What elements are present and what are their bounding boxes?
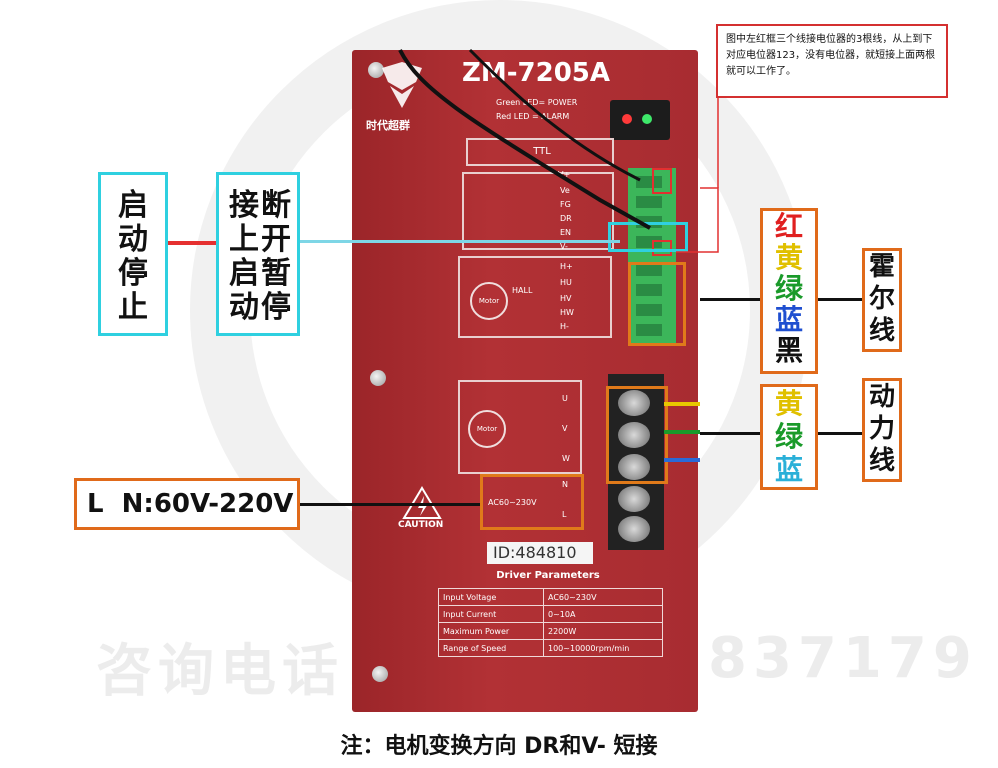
id-label: ID:484810: [487, 542, 593, 564]
connector-slot: [636, 196, 662, 208]
pin-dr: DR: [560, 214, 572, 223]
ac-range-label: AC60~230V: [488, 498, 537, 507]
start-stop-connector: [168, 241, 216, 245]
param-name: Range of Speed: [438, 639, 544, 657]
hall-box: [458, 256, 612, 338]
connector-slot: [636, 264, 662, 276]
pin-hw: HW: [560, 308, 574, 317]
ac-highlight: [480, 474, 584, 530]
power-connector-left: [700, 432, 760, 435]
connector-slot: [636, 304, 662, 316]
brake-connector: [300, 240, 620, 243]
hall-color-yellow: 黄: [774, 241, 803, 274]
hall-wire-box: 霍尔线: [862, 248, 902, 352]
caption: 注：电机变换方向 DR和V- 短接: [340, 734, 658, 759]
pin-w: W: [562, 454, 570, 463]
led-legend-alarm: Red LED = ALARM: [496, 112, 570, 121]
watermark-right: 837179: [708, 626, 978, 691]
pin-hminus: H-: [560, 322, 569, 331]
brake-box: 断开暂停 接上启动: [216, 172, 300, 336]
screw-middle: [370, 370, 386, 386]
screw-top: [368, 62, 384, 78]
en-highlight: [608, 222, 688, 252]
table-row: Input Voltage AC60~230V: [438, 588, 663, 606]
power-wire-box: 动力线: [862, 378, 902, 482]
hall-label: HALL: [512, 286, 533, 295]
green-led: [642, 114, 652, 124]
hall-color-green: 绿: [774, 272, 803, 305]
start-stop-box: 启动停止: [98, 172, 168, 336]
table-row: Range of Speed 100~10000rpm/min: [438, 639, 663, 657]
pin-hplus: H+: [560, 262, 573, 271]
potentiometer-highlight: [652, 168, 672, 194]
pin-u: U: [562, 394, 568, 403]
pin-en: EN: [560, 228, 572, 237]
caution-label: CAUTION: [398, 520, 444, 530]
pin-hv: HV: [560, 294, 572, 303]
red-led: [622, 114, 632, 124]
hall-highlight: [628, 262, 686, 346]
potentiometer-note: 图中左红框三个线接电位器的3根线，从上到下对应电位器123，没有电位器，就短接上…: [716, 24, 948, 98]
power-color-blue: 蓝: [774, 453, 803, 486]
power-color-green: 绿: [774, 420, 803, 453]
connector-slot: [636, 284, 662, 296]
power-connector-right: [818, 432, 862, 435]
brake-label-right: 断开暂停: [261, 188, 291, 325]
hall-connector-left: [700, 298, 760, 301]
ln-label: L N:60V-220V: [87, 489, 294, 519]
connector-slot: [636, 236, 662, 248]
terminal-screw: [618, 454, 650, 480]
hall-color-black: 黑: [774, 334, 803, 367]
param-value: 100~10000rpm/min: [543, 639, 663, 657]
pin-hu: HU: [560, 278, 572, 287]
ln-box: L N:60V-220V: [74, 478, 300, 530]
phase-box: [458, 380, 582, 474]
start-stop-label: 启动停止: [118, 188, 148, 325]
brand-name: 时代超群: [366, 119, 410, 132]
hall-color-blue: 蓝: [774, 303, 803, 336]
terminal-screw: [618, 390, 650, 416]
pin-ve: Ve: [560, 186, 570, 195]
terminal-screw: [618, 516, 650, 542]
pin-v: V: [562, 424, 568, 433]
power-color-box: 黄 绿 蓝: [760, 384, 818, 490]
hall-motor-symbol: Motor: [470, 282, 508, 320]
pin-fg: FG: [560, 200, 571, 209]
power-color-yellow: 黄: [774, 387, 803, 420]
hall-wire-label: 霍尔线: [868, 252, 895, 346]
led-legend-power: Green LED= POWER: [496, 98, 578, 107]
terminal-screw: [618, 422, 650, 448]
hall-connector-right: [818, 298, 862, 301]
params-table: Input Voltage AC60~230V Input Current 0~…: [438, 588, 663, 657]
pin-vplus: V+: [558, 170, 571, 179]
screw-bottom: [372, 666, 388, 682]
potentiometer-highlight: [652, 240, 672, 256]
pin-l: L: [562, 510, 567, 519]
phase-motor-symbol: Motor: [468, 410, 506, 448]
pin-vminus: V-: [560, 242, 568, 251]
terminal-screw: [618, 486, 650, 512]
watermark-left: 咨询电话: [96, 639, 344, 704]
phase-highlight: [606, 386, 668, 484]
pin-n: N: [562, 480, 568, 489]
model-name: ZM-7205A: [462, 58, 611, 88]
power-wire-label: 动力线: [868, 382, 895, 476]
connector-slot: [636, 176, 662, 188]
connector-slot: [636, 324, 662, 336]
control-signal-box: [462, 172, 614, 250]
params-title: Driver Parameters: [496, 570, 600, 581]
hall-color-red: 红: [774, 210, 803, 243]
brake-label-left: 接上启动: [229, 188, 259, 325]
hall-color-box: 红 黄 绿 蓝 黑: [760, 208, 818, 374]
ln-connector: [300, 503, 480, 506]
led-window: [610, 100, 670, 140]
ttl-label: TTL: [533, 146, 551, 157]
